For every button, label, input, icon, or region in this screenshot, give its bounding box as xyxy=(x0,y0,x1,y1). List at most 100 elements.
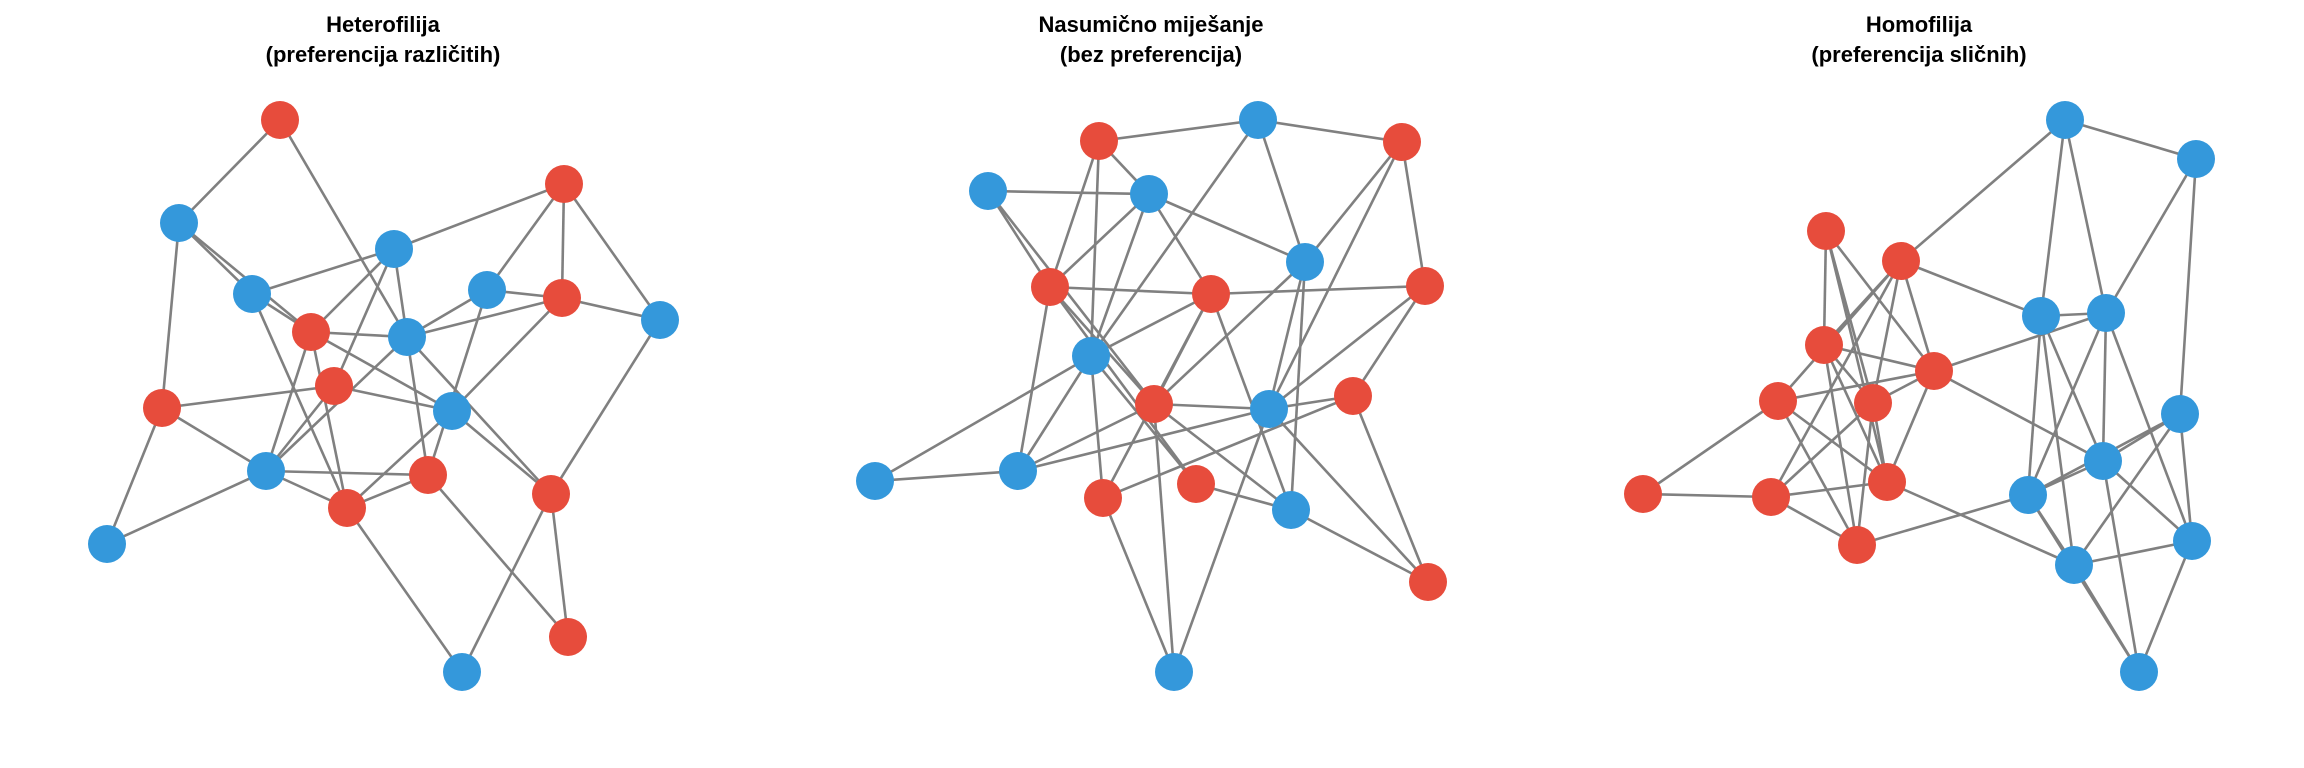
edge xyxy=(2026,315,2043,496)
edge xyxy=(1148,192,1306,264)
edge xyxy=(1351,395,1430,583)
edge xyxy=(549,493,570,638)
edge xyxy=(1017,402,1155,473)
edge xyxy=(1886,480,2075,567)
edge xyxy=(1642,492,1772,499)
node-red xyxy=(1084,479,1122,517)
node-red xyxy=(1135,385,1173,423)
edge xyxy=(1303,141,1404,263)
node-red xyxy=(1854,384,1892,422)
panel-heterophily: Heterofilija (preferencija različitih) xyxy=(88,12,679,691)
edge xyxy=(986,190,1156,405)
node-red xyxy=(315,367,353,405)
node-red xyxy=(1383,123,1421,161)
node-blue xyxy=(2120,653,2158,691)
panel-random-mixing: Nasumično miješanje (bez preferencija) xyxy=(856,12,1447,691)
edge xyxy=(2063,119,2108,314)
edge xyxy=(309,331,349,509)
panel-homophily: Homofilija (preferencija sličnih) xyxy=(1624,12,2215,691)
node-blue xyxy=(1155,653,1193,691)
edge xyxy=(1016,286,1052,472)
edge xyxy=(1089,119,1260,357)
edge xyxy=(1268,284,1426,411)
edge xyxy=(1089,140,1101,357)
edge xyxy=(251,247,395,296)
node-blue xyxy=(2022,297,2060,335)
edge xyxy=(1153,402,1292,512)
edge xyxy=(1049,285,1212,296)
node-red xyxy=(1805,326,1843,364)
edge xyxy=(1871,260,1903,404)
edge xyxy=(1290,508,1429,584)
node-red xyxy=(261,101,299,139)
edge xyxy=(346,410,453,509)
edge-layer xyxy=(105,119,662,673)
edge xyxy=(1147,193,1213,295)
edge xyxy=(1089,355,1105,499)
edge xyxy=(987,189,1150,196)
panel-title-line2: (preferencija različitih) xyxy=(266,42,501,67)
edge xyxy=(1210,284,1426,296)
node-red xyxy=(409,456,447,494)
node-red xyxy=(1177,465,1215,503)
node-blue xyxy=(2046,101,2084,139)
edge xyxy=(106,469,267,546)
node-blue xyxy=(2084,442,2122,480)
edge xyxy=(874,469,1019,483)
edge xyxy=(1268,408,1429,583)
edge xyxy=(1822,230,1828,346)
node-blue xyxy=(375,230,413,268)
node-blue xyxy=(2173,522,2211,560)
node-red xyxy=(545,165,583,203)
edge xyxy=(451,410,552,495)
node-blue xyxy=(2161,395,2199,433)
edge xyxy=(2039,315,2076,566)
edge xyxy=(1209,293,1293,511)
edge xyxy=(1769,260,1903,498)
edge xyxy=(1101,497,1176,673)
edge xyxy=(1098,118,1259,143)
node-blue xyxy=(999,452,1037,490)
node-red xyxy=(143,389,181,427)
edge xyxy=(1777,369,1935,403)
edge xyxy=(2072,564,2141,673)
panel-title-line1: Heterofilija xyxy=(326,12,440,37)
edge xyxy=(2101,460,2141,673)
panel-title-line1: Homofilija xyxy=(1866,12,1973,37)
panel-title-line1: Nasumično miješanje xyxy=(1039,12,1264,37)
node-blue xyxy=(247,452,285,490)
edge xyxy=(485,183,566,291)
node-blue xyxy=(388,318,426,356)
edge xyxy=(2039,119,2067,317)
node-blue xyxy=(160,204,198,242)
node-blue xyxy=(468,271,506,309)
edge xyxy=(161,384,335,410)
node-red xyxy=(1031,268,1069,306)
node-blue xyxy=(88,525,126,563)
node-red xyxy=(1868,463,1906,501)
node-layer xyxy=(88,101,679,691)
edge xyxy=(874,354,1092,483)
edge xyxy=(105,407,164,545)
edge xyxy=(2104,158,2198,314)
node-blue xyxy=(2055,546,2093,584)
node-red xyxy=(1406,267,1444,305)
node-blue xyxy=(2177,140,2215,178)
edge xyxy=(1016,355,1093,472)
edge-layer xyxy=(1642,118,2198,673)
edge xyxy=(1090,292,1212,358)
edge xyxy=(310,330,453,413)
edge xyxy=(1172,408,1271,673)
node-red xyxy=(328,489,366,527)
edge xyxy=(2137,540,2194,673)
edge xyxy=(160,222,181,409)
node-blue xyxy=(1272,491,1310,529)
edge xyxy=(1770,480,1888,499)
edge xyxy=(1770,402,1874,498)
edge xyxy=(1933,311,2107,373)
edge xyxy=(1856,493,2029,547)
edge xyxy=(1089,193,1151,357)
node-red xyxy=(1409,563,1447,601)
edge xyxy=(1152,403,1176,673)
edge xyxy=(345,507,464,673)
